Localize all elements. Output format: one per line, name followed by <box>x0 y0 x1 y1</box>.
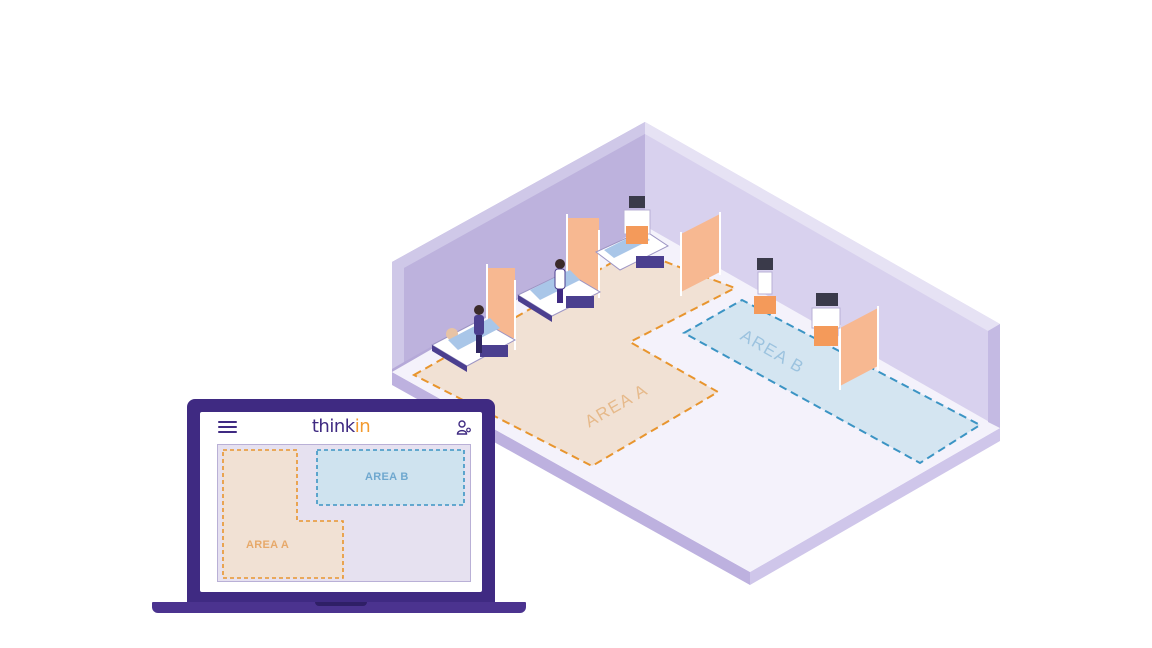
map-area-a-zone <box>222 449 344 579</box>
app-logo: thinkin <box>306 415 376 439</box>
monitor-cart-1 <box>623 196 651 244</box>
curtain-4 <box>839 306 879 390</box>
wall-top-right <box>645 122 1000 331</box>
floor-map-zones <box>222 449 465 579</box>
wall-back-right <box>645 122 1000 428</box>
staff-figure-1 <box>474 305 484 353</box>
laptop-screen: thinkin AREA A AREA B <box>200 412 482 592</box>
hamburger-menu-icon[interactable] <box>218 421 237 434</box>
wall-top-left <box>392 122 645 369</box>
curtain-3 <box>680 212 721 296</box>
staff-figure-2 <box>554 259 566 303</box>
app-header: thinkin <box>200 412 482 442</box>
monitor-cart-3 <box>811 293 841 346</box>
laptop-notch <box>315 602 367 606</box>
user-settings-icon[interactable] <box>456 419 472 435</box>
map-area-b-label[interactable]: AREA B <box>365 471 409 483</box>
area-b-zone <box>681 298 982 465</box>
logo-main: think <box>311 416 355 437</box>
wall-right-edge <box>988 324 1000 428</box>
wall-back-left-inner <box>404 134 645 362</box>
room-base-right-edge <box>750 428 1000 585</box>
laptop-base <box>152 602 526 613</box>
map-area-b-zone <box>316 449 465 506</box>
bed-1 <box>430 318 517 372</box>
monitor-cart-2 <box>754 258 776 314</box>
map-area-a-label[interactable]: AREA A <box>246 539 290 551</box>
logo-accent: in <box>354 416 371 437</box>
